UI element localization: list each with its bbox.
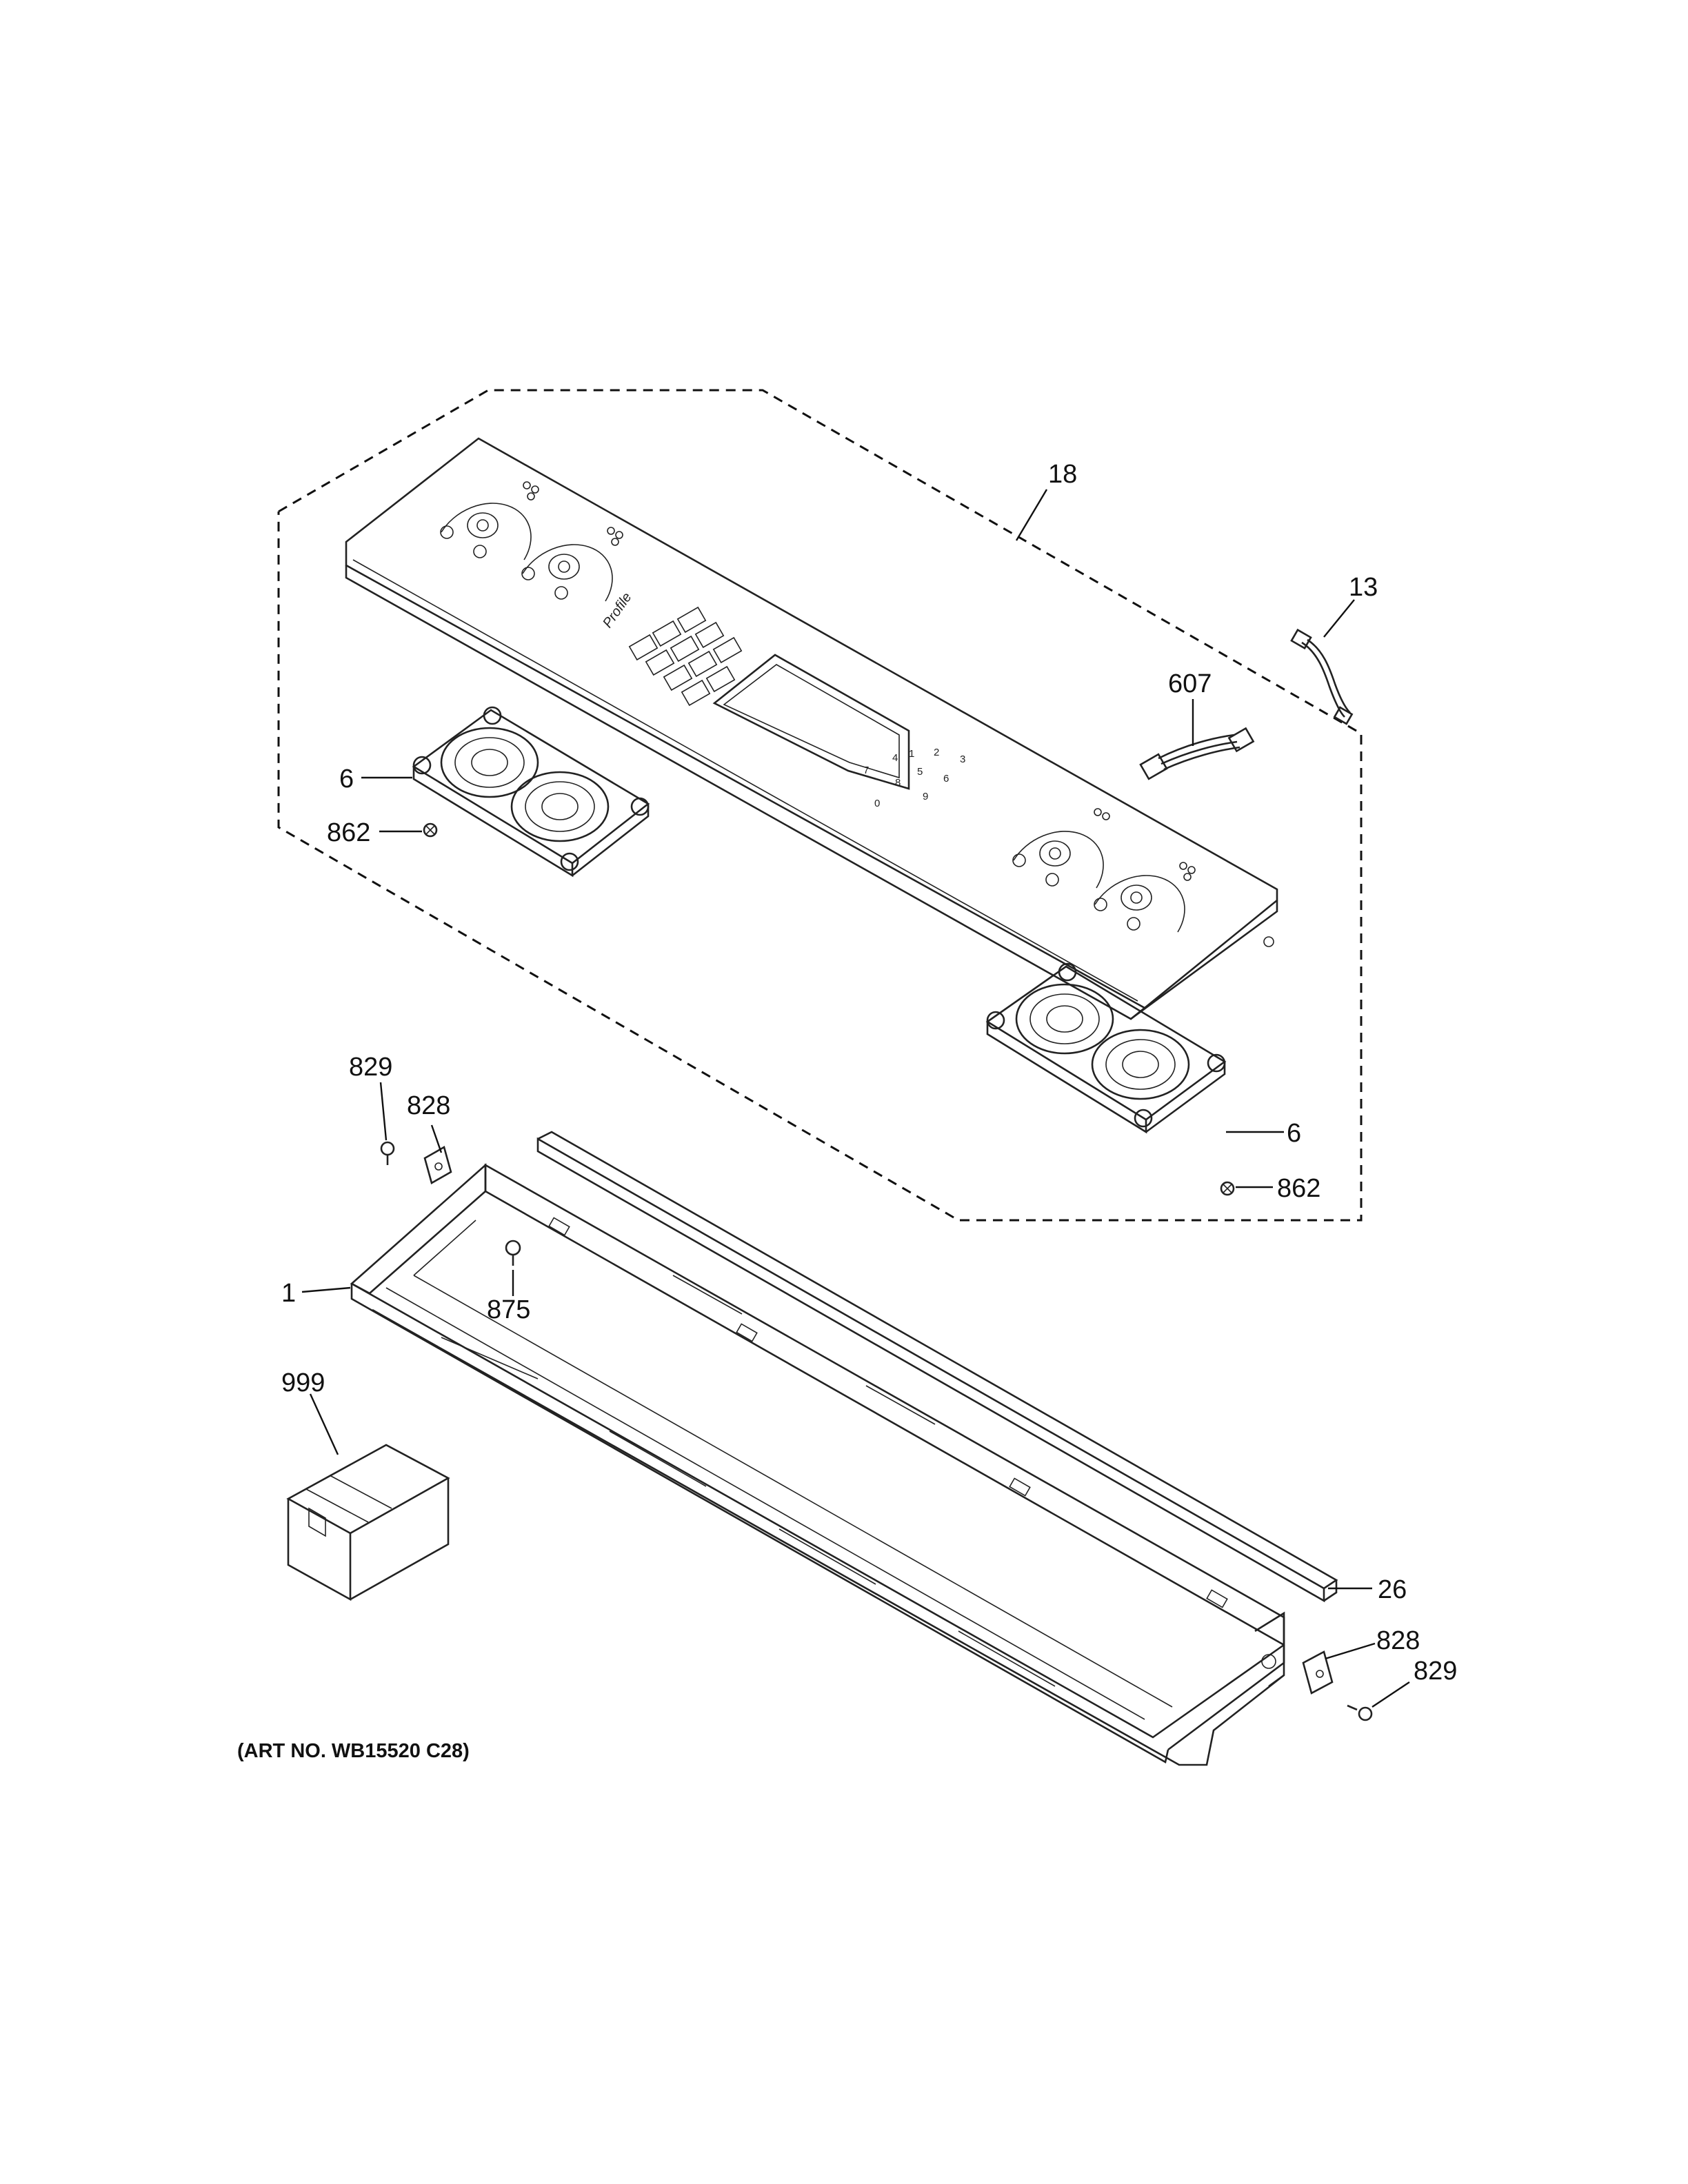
assembly-boundary bbox=[277, 389, 1363, 1222]
burner-dial-left-front bbox=[521, 544, 613, 602]
callout-607: 607 bbox=[1168, 669, 1212, 698]
key-7: 7 bbox=[863, 765, 869, 776]
callout-999: 999 bbox=[281, 1368, 325, 1397]
leader-lines bbox=[301, 489, 1410, 1708]
panel-brand-text: Profile bbox=[600, 590, 635, 631]
encoder-board-right bbox=[985, 962, 1227, 1134]
bracket-828-right bbox=[1302, 1650, 1334, 1695]
wire-harness-13 bbox=[1290, 628, 1354, 725]
callout-26: 26 bbox=[1378, 1575, 1407, 1604]
art-number-caption: (ART NO. WB15520 C28) bbox=[237, 1740, 470, 1762]
screw-829-right bbox=[1347, 1704, 1373, 1721]
key-5: 5 bbox=[917, 766, 923, 778]
callout-1: 1 bbox=[281, 1279, 296, 1308]
key-0: 0 bbox=[874, 798, 880, 809]
callout-829-right: 829 bbox=[1414, 1657, 1457, 1686]
screw-875 bbox=[505, 1240, 521, 1266]
burner-dial-right-front bbox=[1094, 875, 1185, 933]
keypad: 1 2 3 4 5 6 7 8 9 0 bbox=[863, 747, 965, 809]
wire-harness-607 bbox=[1139, 727, 1255, 780]
key-4: 4 bbox=[892, 752, 898, 764]
callout-875: 875 bbox=[487, 1295, 530, 1324]
screw-829-left bbox=[380, 1141, 395, 1165]
callout-18: 18 bbox=[1048, 460, 1077, 489]
panel-frame bbox=[350, 1163, 1285, 1766]
callout-862-right: 862 bbox=[1277, 1174, 1320, 1203]
callout-862-left: 862 bbox=[327, 818, 370, 847]
key-1: 1 bbox=[909, 748, 914, 760]
key-2: 2 bbox=[934, 747, 939, 758]
key-9: 9 bbox=[923, 791, 928, 802]
key-8: 8 bbox=[895, 777, 901, 789]
key-6: 6 bbox=[943, 773, 949, 785]
key-3: 3 bbox=[960, 754, 965, 765]
gasket-strip-26 bbox=[536, 1131, 1338, 1603]
callout-6-left: 6 bbox=[339, 765, 354, 793]
callout-labels: 18 13 607 6 862 6 862 829 828 1 875 999 … bbox=[281, 460, 1457, 1686]
callout-13: 13 bbox=[1349, 573, 1378, 602]
callout-828-right: 828 bbox=[1376, 1626, 1420, 1655]
burner-dial-right-rear bbox=[1012, 831, 1104, 889]
burner-dial-left-rear bbox=[440, 503, 532, 560]
encoder-board-left bbox=[412, 706, 650, 878]
callout-829-left: 829 bbox=[349, 1053, 392, 1082]
callout-828-left: 828 bbox=[407, 1091, 450, 1120]
control-panel: Profile 1 2 3 4 5 6 7 8 9 0 bbox=[345, 437, 1278, 1020]
parts-box-999 bbox=[286, 1444, 450, 1601]
screw-862-right bbox=[1220, 1181, 1235, 1196]
bracket-828-left bbox=[423, 1146, 452, 1184]
callout-6-right: 6 bbox=[1287, 1119, 1301, 1148]
screw-862-left bbox=[423, 822, 438, 838]
